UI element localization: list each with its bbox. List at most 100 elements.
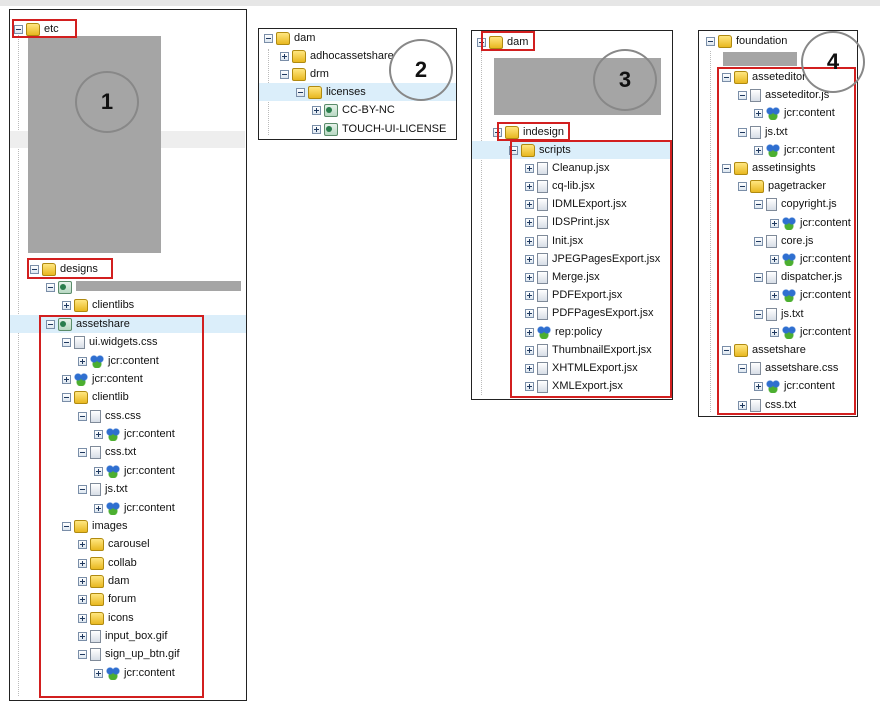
expand-icon[interactable] xyxy=(78,594,87,604)
tree-node[interactable]: core.js xyxy=(754,232,813,250)
collapse-icon[interactable] xyxy=(738,181,747,191)
collapse-icon[interactable] xyxy=(62,337,71,347)
expand-icon[interactable] xyxy=(280,51,289,61)
expand-icon[interactable] xyxy=(525,381,534,391)
tree-node[interactable]: js.txt xyxy=(754,305,804,323)
tree-node[interactable]: rep:policy xyxy=(525,323,602,341)
collapse-icon[interactable] xyxy=(754,309,763,319)
tree-node[interactable]: clientlib xyxy=(62,388,129,406)
expand-icon[interactable] xyxy=(94,466,103,476)
expand-icon[interactable] xyxy=(94,503,103,513)
expand-icon[interactable] xyxy=(525,217,534,227)
expand-icon[interactable] xyxy=(78,613,87,623)
tree-node[interactable]: XHTMLExport.jsx xyxy=(525,359,638,377)
tree-node[interactable]: pagetracker xyxy=(738,177,826,195)
tree-node[interactable]: jcr:content xyxy=(94,425,175,443)
tree-node[interactable]: asseteditor.js xyxy=(738,86,829,104)
tree-node[interactable]: js.txt xyxy=(738,123,788,141)
collapse-icon[interactable] xyxy=(738,90,747,100)
expand-icon[interactable] xyxy=(312,124,321,134)
tree-node[interactable]: CC-BY-NC xyxy=(312,101,395,119)
expand-icon[interactable] xyxy=(312,105,321,115)
collapse-icon[interactable] xyxy=(78,484,87,494)
expand-icon[interactable] xyxy=(94,668,103,678)
expand-icon[interactable] xyxy=(770,290,779,300)
collapse-icon[interactable] xyxy=(264,33,273,43)
tree-node[interactable]: jcr:content xyxy=(770,214,851,232)
expand-icon[interactable] xyxy=(78,558,87,568)
tree-node[interactable]: jcr:content xyxy=(754,141,835,159)
tree-node[interactable]: sign_up_btn.gif xyxy=(78,645,180,663)
expand-icon[interactable] xyxy=(525,290,534,300)
tree-node[interactable]: XMLExport.jsx xyxy=(525,377,623,395)
expand-icon[interactable] xyxy=(525,163,534,173)
tree-node[interactable]: PDFPagesExport.jsx xyxy=(525,304,653,322)
expand-icon[interactable] xyxy=(525,272,534,282)
expand-icon[interactable] xyxy=(525,254,534,264)
expand-icon[interactable] xyxy=(525,363,534,373)
tree-node[interactable]: css.txt xyxy=(78,443,136,461)
tree-node[interactable]: assetinsights xyxy=(722,159,816,177)
tree-node[interactable]: cq-lib.jsx xyxy=(525,177,595,195)
collapse-icon[interactable] xyxy=(706,36,715,46)
tree-node[interactable]: assetshare xyxy=(10,315,246,333)
expand-icon[interactable] xyxy=(78,631,87,641)
expand-icon[interactable] xyxy=(770,254,779,264)
tree-node[interactable]: jcr:content xyxy=(754,377,835,395)
tree-node[interactable]: jcr:content xyxy=(94,499,175,517)
tree-node[interactable]: ThumbnailExport.jsx xyxy=(525,341,652,359)
collapse-icon[interactable] xyxy=(296,87,305,97)
tree-node[interactable]: copyright.js xyxy=(754,195,837,213)
tree-node[interactable]: JPEGPagesExport.jsx xyxy=(525,250,660,268)
collapse-icon[interactable] xyxy=(754,272,763,282)
collapse-icon[interactable] xyxy=(62,392,71,402)
tree-node[interactable]: ui.widgets.css xyxy=(62,333,157,351)
expand-icon[interactable] xyxy=(78,356,87,366)
expand-icon[interactable] xyxy=(525,345,534,355)
tree-node[interactable]: asseteditor xyxy=(722,68,806,86)
tree-node[interactable]: jcr:content xyxy=(94,462,175,480)
expand-icon[interactable] xyxy=(62,300,71,310)
expand-icon[interactable] xyxy=(94,429,103,439)
collapse-icon[interactable] xyxy=(78,649,87,659)
expand-icon[interactable] xyxy=(754,145,763,155)
tree-node[interactable]: foundation xyxy=(706,32,787,50)
collapse-icon[interactable] xyxy=(738,363,747,373)
collapse-icon[interactable] xyxy=(46,282,55,292)
collapse-icon[interactable] xyxy=(509,145,518,155)
tree-node[interactable]: jcr:content xyxy=(754,104,835,122)
tree-node[interactable]: scripts xyxy=(472,141,672,159)
tree-node[interactable]: designs xyxy=(30,260,98,278)
tree-node[interactable]: dam xyxy=(264,29,315,47)
collapse-icon[interactable] xyxy=(78,411,87,421)
tree-node[interactable]: collab xyxy=(78,554,137,572)
tree-node[interactable]: TOUCH-UI-LICENSE xyxy=(312,120,446,138)
tree-node[interactable]: js.txt xyxy=(78,480,128,498)
expand-icon[interactable] xyxy=(525,181,534,191)
tree-node[interactable]: adhocassetshare xyxy=(280,47,394,65)
tree-node[interactable]: dam xyxy=(78,572,129,590)
tree-node[interactable]: drm xyxy=(280,65,329,83)
tree-node[interactable]: forum xyxy=(78,590,136,608)
collapse-icon[interactable] xyxy=(754,199,763,209)
tree-node[interactable]: icons xyxy=(78,609,134,627)
tree-node[interactable]: jcr:content xyxy=(770,250,851,268)
tree-node[interactable]: dispatcher.js xyxy=(754,268,842,286)
tree-node[interactable]: jcr:content xyxy=(78,352,159,370)
tree-node[interactable]: IDSPrint.jsx xyxy=(525,213,609,231)
tree-node[interactable]: Merge.jsx xyxy=(525,268,600,286)
tree-node[interactable]: jcr:content xyxy=(770,286,851,304)
collapse-icon[interactable] xyxy=(280,69,289,79)
tree-node[interactable]: jcr:content xyxy=(94,664,175,682)
tree-node[interactable]: assetshare xyxy=(722,341,806,359)
collapse-icon[interactable] xyxy=(14,24,23,34)
expand-icon[interactable] xyxy=(738,400,747,410)
tree-node[interactable]: Init.jsx xyxy=(525,232,583,250)
collapse-icon[interactable] xyxy=(722,345,731,355)
expand-icon[interactable] xyxy=(78,539,87,549)
tree-node[interactable]: IDMLExport.jsx xyxy=(525,195,627,213)
collapse-icon[interactable] xyxy=(738,127,747,137)
tree-node[interactable]: etc xyxy=(14,20,59,38)
collapse-icon[interactable] xyxy=(62,521,71,531)
tree-node[interactable]: input_box.gif xyxy=(78,627,167,645)
